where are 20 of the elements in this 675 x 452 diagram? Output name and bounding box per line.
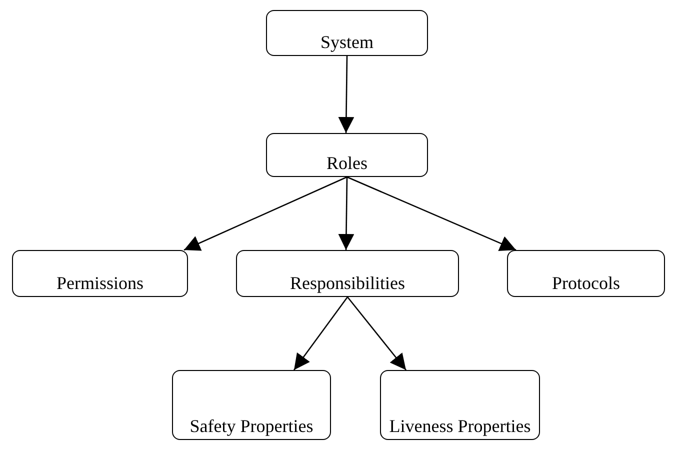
node-label: System xyxy=(320,32,374,52)
arrow xyxy=(338,56,354,133)
rounded-box xyxy=(12,250,188,297)
rounded-box xyxy=(507,250,665,297)
rounded-box xyxy=(236,250,459,297)
node-label: Permissions xyxy=(56,273,144,293)
arrow xyxy=(338,177,354,250)
node-label: Safety Properties xyxy=(190,416,314,436)
node-label: Liveness Properties xyxy=(389,416,531,436)
arrow xyxy=(347,296,406,370)
node-label: Responsibilities xyxy=(290,273,405,293)
rounded-box xyxy=(172,370,331,440)
arrow xyxy=(293,296,348,370)
rounded-box xyxy=(380,370,540,440)
rounded-box xyxy=(266,133,428,177)
arrow xyxy=(346,176,516,251)
node-label: Protocols xyxy=(552,273,620,293)
node-label: Roles xyxy=(326,153,368,173)
arrow xyxy=(184,176,348,251)
rounded-box xyxy=(266,10,428,56)
